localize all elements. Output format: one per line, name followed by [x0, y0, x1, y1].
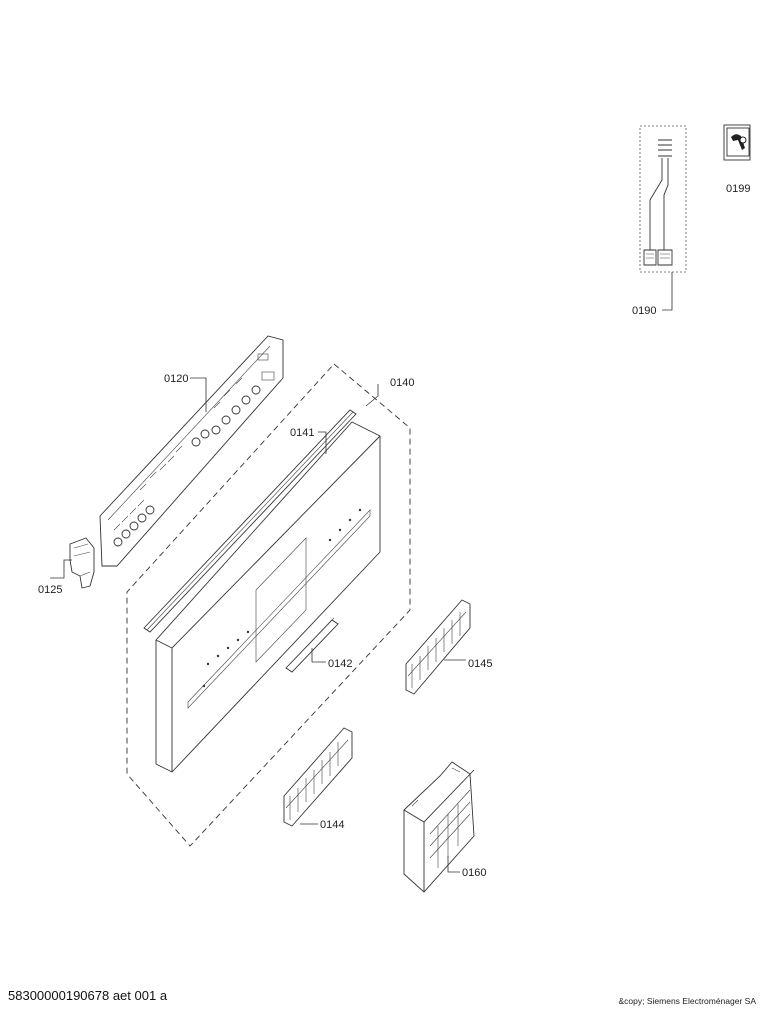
part-0142-strip[interactable] — [285, 617, 339, 673]
part-0160-holder[interactable] — [403, 761, 475, 893]
part-0125-connector-bracket[interactable] — [50, 537, 95, 589]
document-id: 58300000190678 aet 001 a — [8, 988, 168, 1003]
label-0140: 0140 — [390, 377, 414, 389]
part-0140-control-panel-assembly[interactable] — [126, 363, 411, 847]
part-0145-key-block[interactable] — [405, 599, 471, 695]
label-0144: 0144 — [320, 819, 344, 831]
label-0125: 0125 — [38, 584, 62, 596]
part-0144-key-block[interactable] — [283, 727, 353, 827]
label-0142: 0142 — [328, 658, 352, 670]
part-0199-service-icon[interactable] — [723, 124, 751, 161]
part-0141-trim-strip[interactable] — [143, 409, 357, 633]
label-0199: 0199 — [726, 183, 750, 195]
label-0160: 0160 — [462, 867, 486, 879]
label-0120: 0120 — [164, 373, 188, 385]
copyright-notice: &copy; Siemens Electroménager SA — [618, 996, 756, 1006]
label-0145: 0145 — [468, 658, 492, 670]
part-0190-wiring-harness[interactable] — [639, 125, 687, 311]
label-0190: 0190 — [632, 305, 656, 317]
part-0120-control-board[interactable] — [99, 335, 284, 567]
label-0141: 0141 — [290, 427, 314, 439]
